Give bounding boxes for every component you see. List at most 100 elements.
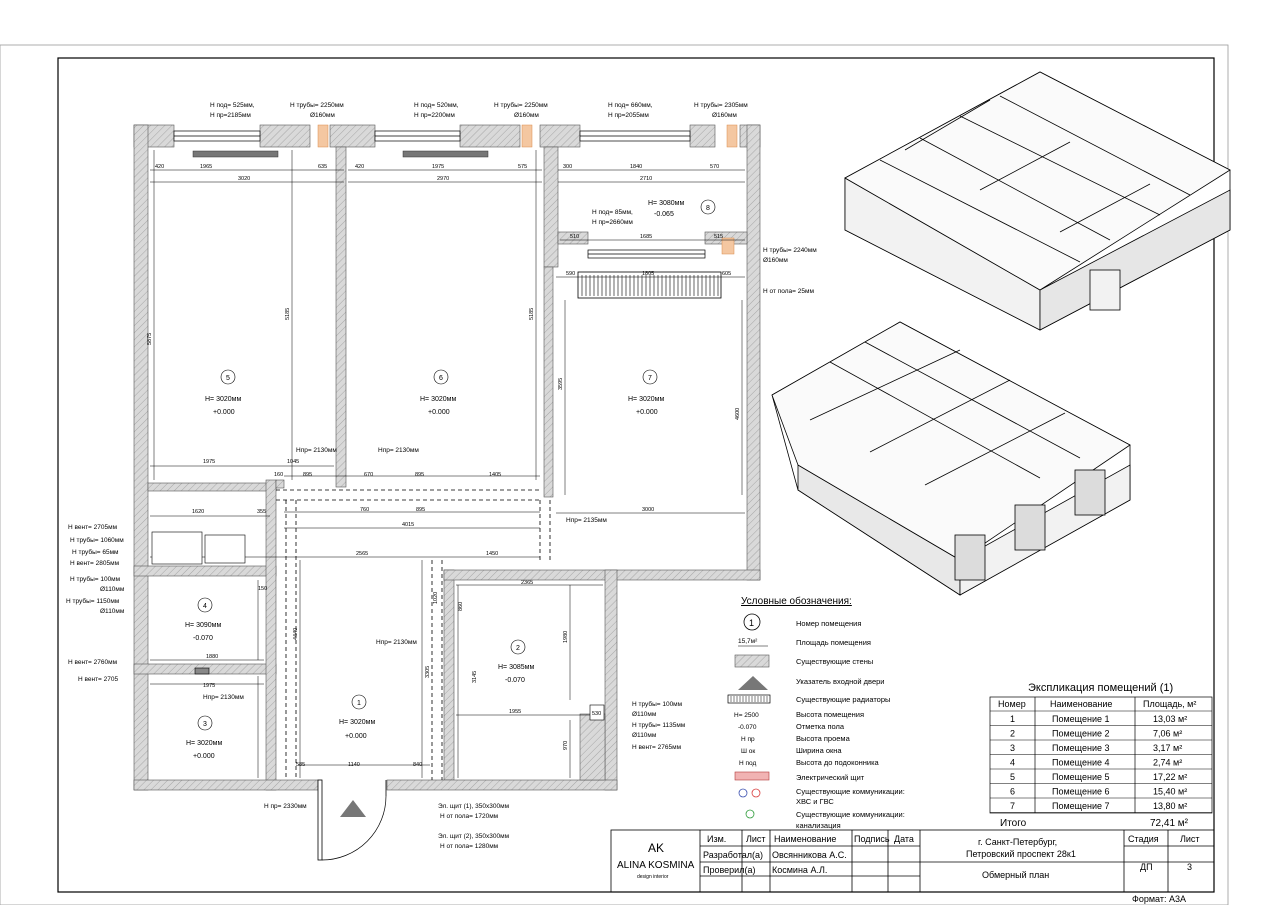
dim: 590 [566, 271, 575, 277]
dim: 530 [592, 711, 601, 717]
dim: 4015 [402, 522, 414, 528]
anno-left-2: Н трубы= 65мм [72, 548, 119, 556]
dim: 1045 [287, 459, 299, 465]
anno-left-7: Ø110мм [100, 608, 125, 615]
dim: 1975 [432, 164, 444, 170]
legend-npr-sample: Н пр [741, 736, 755, 743]
title-block: AK ALINA KOSMINA design interior Изм. Ли… [610, 829, 1215, 904]
anno-left-8: Н вент= 2760мм [68, 659, 118, 666]
dim: 150 [258, 586, 267, 592]
dim: 3020 [238, 176, 250, 182]
room-circle-7 [642, 369, 658, 385]
legend-shok-sample: Ш ок [741, 748, 755, 755]
tb-h-izm: Изм. [707, 834, 726, 844]
room-circle-2 [510, 639, 526, 655]
explication-title: Экспликация помещений (1) [1028, 682, 1173, 694]
legend-item: Существующие коммуникации: [796, 810, 905, 819]
tb-address-2: Петровский проспект 28к1 [966, 849, 1076, 859]
dim: 1955 [509, 709, 521, 715]
room-circle-8 [700, 199, 716, 215]
room-circle-3 [197, 715, 213, 731]
explication-number: 7 [1010, 801, 1015, 811]
explication-number: 1 [1010, 714, 1015, 724]
anno-top-2a: Н под= 520мм, [414, 102, 459, 109]
anno-right-4: Ø110мм [632, 711, 657, 718]
dim: 585 [296, 762, 305, 768]
anno-top-5a: Н трубы= 2305мм [694, 101, 748, 109]
dim: 2365 [521, 580, 533, 586]
walls [133, 124, 761, 791]
dim: 160 [274, 472, 283, 478]
tb-address-1: г. Санкт-Петербург, [978, 837, 1057, 847]
legend-item: Существующие стены [796, 657, 873, 666]
dim: 1805 [642, 271, 654, 277]
anno-room8-h: Н= 3080мм [648, 200, 684, 207]
room-numbers: 1 2 3 4 5 6 7 8 [203, 205, 710, 728]
tb-stage: ДП [1140, 862, 1153, 872]
legend-area-sample: 15,7м² [738, 638, 758, 645]
anno-top-4b: Н пр=2055мм [608, 112, 649, 119]
dim: 605 [722, 271, 731, 277]
explication-area: 2,74 м² [1153, 758, 1182, 768]
dim: 3145 [472, 671, 478, 683]
explication-name: Помещение 3 [1052, 743, 1110, 753]
anno-top-1a: Н трубы= 2250мм [290, 101, 344, 109]
anno-room8-l: -0.065 [654, 211, 674, 218]
tb-chk-role: Проверил(а) [703, 865, 755, 875]
dim: 1450 [486, 551, 498, 557]
anno-left-9: Н вент= 2705 [78, 676, 119, 683]
tb-list-h: Лист [1180, 834, 1200, 844]
dim: 510 [570, 234, 579, 240]
inner-annotations: Нпр= 2130мм Нпр= 2130мм Нпр= 2130мм Нпр=… [203, 200, 684, 850]
dimension-lines [150, 150, 745, 778]
anno-el1-a: Эл. щит (1), 350х300мм [438, 803, 510, 810]
legend-item: Ширина окна [796, 746, 842, 755]
anno-right-1: Ø160мм [763, 257, 788, 264]
room-3-number: 3 [203, 721, 207, 728]
explication-number: 3 [1010, 743, 1015, 753]
room-labels: Н= 3020мм +0.000 Н= 3085мм -0.070 Н= 302… [185, 396, 664, 760]
tb-format: Формат: А3А [1132, 894, 1186, 904]
tb-chk-name: Космина А.Л. [772, 865, 827, 875]
explication-area: 7,06 м² [1153, 729, 1182, 739]
legend-item: Существующие радиаторы [796, 695, 890, 704]
legend-item: Площадь помещения [796, 638, 871, 647]
anno-bottom-npr: Н пр= 2330мм [264, 803, 307, 810]
explication-total-label: Итого [1000, 818, 1027, 829]
dim: 1140 [348, 762, 360, 768]
dim: 1880 [206, 654, 218, 660]
logo-name: ALINA KOSMINA [617, 860, 695, 871]
anno-right-5: Н трубы= 1135мм [632, 721, 686, 729]
legend-item: Отметка пола [796, 722, 845, 731]
right-annotations: Н трубы= 2240мм Ø160мм Н от пола= 25мм Н… [566, 246, 817, 751]
explication-name: Помещение 1 [1052, 714, 1110, 724]
anno-top-0b: Н пр=2185мм [210, 112, 251, 119]
dim: 570 [710, 164, 719, 170]
anno-right-6: Ø110мм [632, 732, 657, 739]
room-2-level: -0.070 [505, 677, 525, 684]
dim: 1975 [203, 683, 215, 689]
legend-item: ХВС и ГВС [796, 797, 834, 806]
anno-left-5: Ø110мм [100, 586, 125, 593]
room-6-level: +0.000 [428, 409, 450, 416]
room-5-level: +0.000 [213, 409, 235, 416]
legend-item: канализация [796, 821, 841, 830]
dim: 1685 [640, 234, 652, 240]
room-4-level: -0.070 [193, 635, 213, 642]
dim: 3595 [558, 378, 564, 390]
tb-h-date: Дата [894, 834, 914, 844]
anno-top-3b: Ø160мм [514, 112, 539, 119]
room-2-height: Н= 3085мм [498, 664, 534, 671]
legend-title: Условные обозначения: [741, 595, 852, 607]
pipes [317, 124, 738, 255]
anno-top-1b: Ø160мм [310, 112, 335, 119]
dim: 840 [413, 762, 422, 768]
legend-lvl-sample: -0.070 [738, 724, 757, 731]
explication-number: 4 [1010, 758, 1015, 768]
anno-right-8: Нпр= 2135мм [566, 517, 607, 524]
isometric-view-bottom [771, 321, 1131, 596]
explication-table: Экспликация помещений (1) Номер Наименов… [989, 682, 1213, 829]
room-1-number: 1 [357, 700, 361, 707]
sanitary [151, 531, 605, 721]
